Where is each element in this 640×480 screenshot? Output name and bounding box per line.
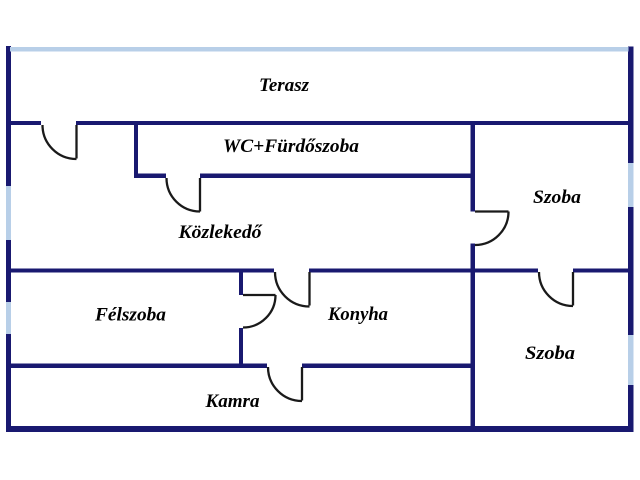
svg-text:Félszoba: Félszoba (94, 305, 167, 326)
svg-text:Konyha: Konyha (327, 304, 388, 325)
svg-text:Közlekedő: Közlekedő (177, 222, 263, 243)
svg-text:Terasz: Terasz (259, 75, 310, 96)
svg-text:Szoba: Szoba (533, 187, 582, 208)
svg-text:Szoba: Szoba (525, 343, 576, 364)
svg-text:WC+Fürdőszoba: WC+Fürdőszoba (223, 136, 359, 157)
svg-text:Kamra: Kamra (204, 391, 259, 412)
